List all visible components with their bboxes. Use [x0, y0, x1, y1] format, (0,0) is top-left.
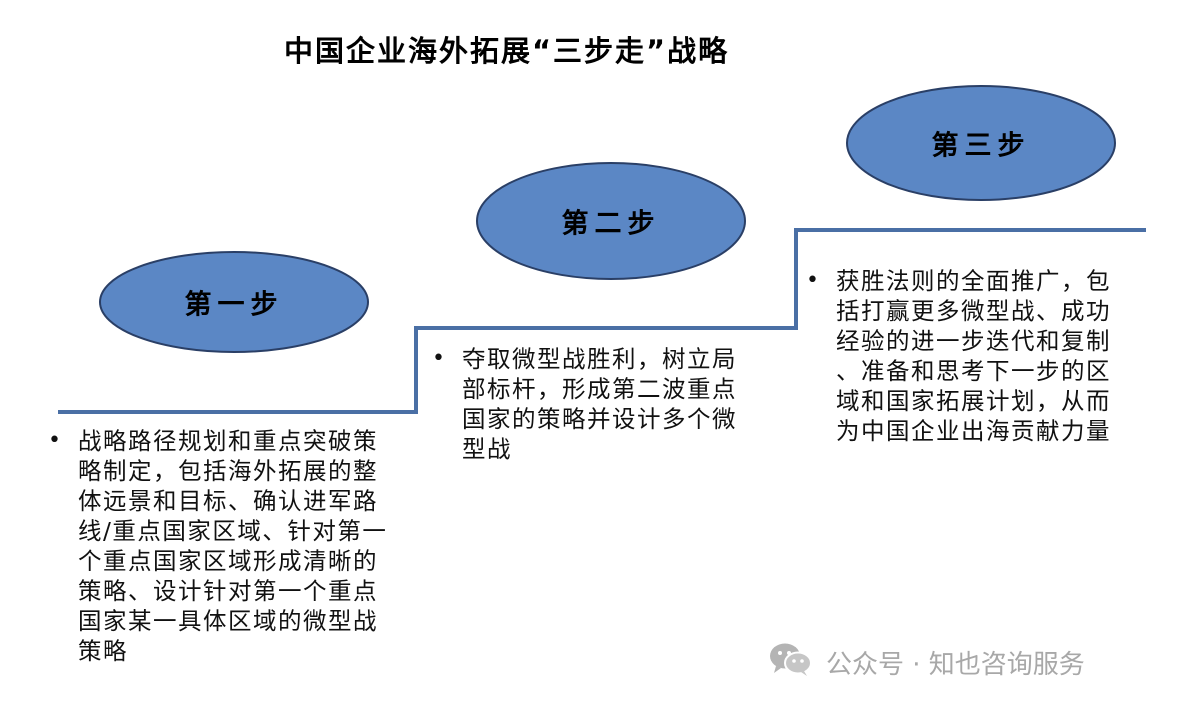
step-2-label: 第二步 [561, 208, 661, 240]
step-1-ellipse [99, 251, 369, 353]
step-2-line: 部标杆，形成第二波重点 [462, 375, 737, 403]
step-1-line: 策略 [78, 637, 128, 665]
step-3-description: • 获胜法则的全面推广，包 括打赢更多微型战、成功 经验的进一步迭代和复制 、准… [806, 266, 1111, 446]
step-2-line: 国家的策略并设计多个微 [462, 405, 737, 433]
step-3-line: 经验的进一步迭代和复制 [836, 327, 1111, 355]
step-3-ellipse [846, 85, 1116, 201]
step-3-label: 第三步 [931, 130, 1031, 162]
step-3-line: 为中国企业出海贡献力量 [836, 417, 1111, 445]
staircase-line [58, 228, 1146, 414]
step-3-line: 括打赢更多微型战、成功 [836, 297, 1111, 325]
bullet-dot: • [432, 346, 445, 371]
step-1-line: 略制定，包括海外拓展的整 [78, 457, 378, 485]
step-3-line: 获胜法则的全面推广，包 [836, 267, 1111, 295]
step-3-line: 、准备和思考下一步的区 [836, 357, 1111, 385]
bullet-dot: • [48, 428, 61, 453]
step-1-line: 线/重点国家区域、针对第一 [78, 517, 388, 545]
step-1-line: 国家某一具体区域的微型战 [78, 607, 378, 635]
bullet-dot: • [806, 268, 819, 293]
step-1-description: • 战略路径规划和重点突破策 略制定，包括海外拓展的整 体远景和目标、确认进军路… [48, 426, 387, 666]
wechat-icon [768, 641, 814, 684]
step-1-line: 战略路径规划和重点突破策 [78, 427, 378, 455]
step-2-line: 夺取微型战胜利，树立局 [462, 345, 737, 373]
step-1-line: 个重点国家区域形成清晰的 [78, 547, 378, 575]
step-1-label: 第一步 [184, 289, 284, 321]
step-2-ellipse [476, 162, 746, 280]
step-2-description: • 夺取微型战胜利，树立局 部标杆，形成第二波重点 国家的策略并设计多个微 型战 [432, 344, 737, 464]
step-1-line: 体远景和目标、确认进军路 [78, 487, 378, 515]
step-1-line: 策略、设计针对第一个重点 [78, 577, 378, 605]
step-3-line: 域和国家拓展计划，从而 [836, 387, 1111, 415]
diagram-title: 中国企业海外拓展“三步走”战略 [284, 34, 730, 68]
watermark: 公众号 · 知也咨询服务 [768, 642, 1085, 682]
step-2-line: 型战 [462, 435, 512, 463]
watermark-text: 公众号 · 知也咨询服务 [826, 649, 1085, 680]
